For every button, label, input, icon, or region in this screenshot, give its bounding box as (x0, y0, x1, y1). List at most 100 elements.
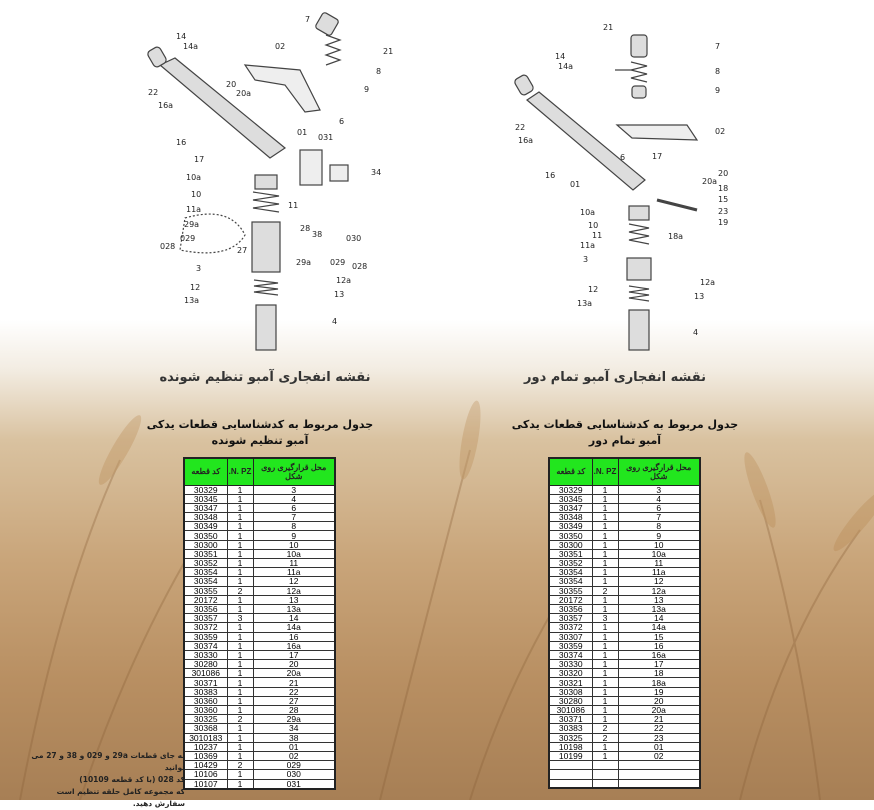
part-code-cell: 30350 (183, 530, 228, 541)
quantity-cell: 1 (226, 677, 254, 688)
diagram-position-cell: 16a (617, 649, 701, 661)
diagram-position-cell: 18 (617, 668, 701, 679)
diagram-position-cell: 12 (617, 576, 701, 587)
diagram-position-cell: 02 (252, 750, 336, 762)
diagram-position-cell: 9 (617, 530, 701, 541)
callout-label: 18a (668, 232, 684, 241)
quantity-cell (591, 769, 619, 780)
quantity-cell: 1 (591, 677, 619, 688)
diagram-position-cell: 19 (617, 686, 701, 697)
diagram-position-cell: 13a (617, 603, 701, 615)
quantity-cell: 1 (591, 530, 619, 541)
quantity-cell: 1 (226, 723, 254, 734)
part-code-cell: 30354 (548, 576, 593, 587)
callout-label: 34 (371, 168, 382, 177)
quantity-cell: 2 (591, 732, 619, 743)
header-qty: N. PZ. (591, 457, 619, 486)
quantity-cell: 1 (591, 668, 619, 679)
diagram-position-cell: 29a (252, 714, 336, 725)
diagram-position-cell: 10a (252, 548, 336, 560)
callout-label: 029 (330, 258, 346, 267)
quantity-cell: 2 (226, 585, 254, 596)
callout-label: 10a (186, 173, 202, 182)
part-code-cell: 30300 (548, 539, 593, 550)
diagram-position-cell: 20 (252, 659, 336, 670)
callout-label: 20 (226, 80, 237, 89)
table-row (548, 760, 701, 771)
callout-label: 4 (332, 317, 338, 326)
callout-label: 11a (580, 241, 596, 250)
quantity-cell: 1 (591, 750, 619, 762)
callout-label: 02 (715, 127, 726, 136)
callout-label: 20a (702, 177, 718, 186)
quantity-cell: 1 (226, 732, 254, 743)
diagram-position-cell (617, 769, 701, 780)
callout-label: 14a (183, 42, 199, 51)
part-code-cell: 30383 (548, 723, 593, 734)
callout-label: 10 (588, 221, 599, 230)
callout-label: 38 (312, 230, 323, 239)
diagram-position-cell: 20 (617, 695, 701, 707)
part-code-cell (548, 769, 593, 780)
callout-label: 14 (555, 52, 566, 61)
diagram-position-cell: 3 (617, 484, 701, 495)
diagram-position-cell: 16 (252, 631, 336, 642)
callout-label: 11 (592, 231, 603, 240)
callout-label: 27 (237, 246, 248, 255)
diagram-position-cell: 16 (617, 640, 701, 651)
diagram-position-cell: 12 (252, 576, 336, 587)
quantity-cell: 2 (591, 723, 619, 734)
callout-label: 13a (577, 299, 593, 308)
quantity-cell (591, 760, 619, 771)
quantity-cell: 1 (226, 530, 254, 541)
quantity-cell: 1 (226, 640, 254, 651)
diagram-position-cell: 8 (252, 521, 336, 532)
part-code-cell: 10107 (183, 778, 228, 789)
callout-label: 12 (190, 283, 201, 292)
diagram-position-cell: 10 (252, 539, 336, 550)
left-table-title: جدول مربوط به کدشناسایی قطعات یدکی (146, 418, 374, 431)
callout-label: 7 (715, 42, 721, 51)
part-code-cell: 30300 (183, 539, 228, 550)
part-code-cell: 30374 (183, 640, 228, 651)
quantity-cell: 1 (591, 622, 619, 633)
callout-label: 12a (336, 276, 352, 285)
part-code-cell: 30349 (548, 521, 593, 532)
wheat-background (19, 400, 874, 800)
diagram-position-cell: 7 (252, 512, 336, 523)
diagram-position-cell: 4 (252, 493, 336, 504)
part-code-cell: 30359 (548, 640, 593, 651)
diagram-position-cell: 029 (252, 760, 336, 771)
quantity-cell: 1 (226, 539, 254, 550)
quantity-cell: 1 (226, 521, 254, 532)
quantity-cell: 1 (226, 769, 254, 780)
callout-label: 3 (583, 255, 589, 264)
diagram-position-cell: 01 (617, 741, 701, 752)
callout-label: 13 (694, 292, 705, 301)
part-code-cell: 30345 (548, 493, 593, 504)
diagram-position-cell: 7 (617, 512, 701, 523)
callout-label: 11 (288, 201, 299, 210)
quantity-cell: 1 (591, 521, 619, 532)
